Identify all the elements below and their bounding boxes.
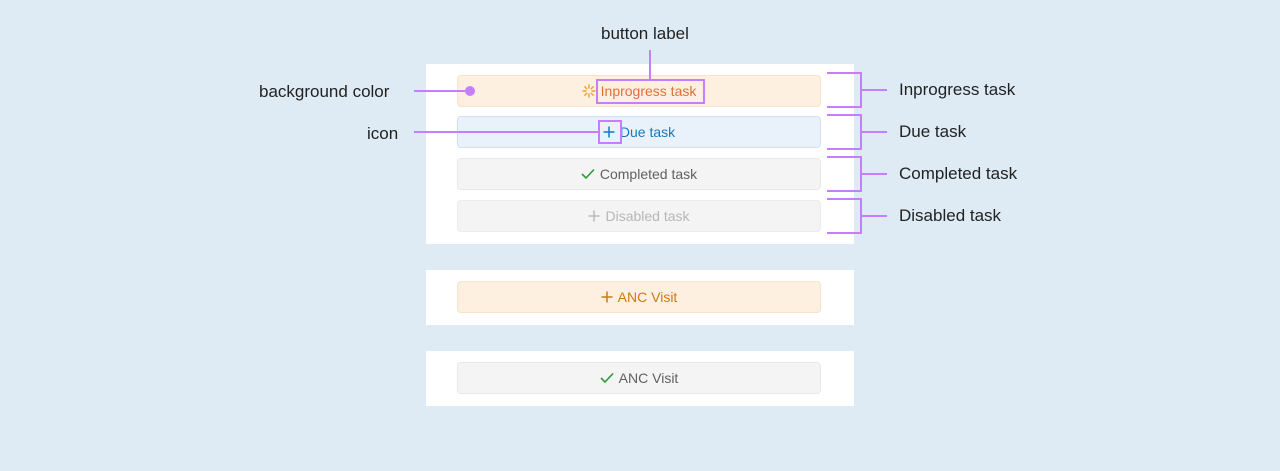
annotation-completed-task: Completed task: [899, 164, 1018, 183]
completed-bracket: [827, 156, 862, 192]
anc-visit-due-label: ANC Visit: [617, 289, 678, 305]
disabled-connector: [862, 215, 887, 217]
check-icon: [600, 372, 614, 384]
annotation-icon: icon: [367, 124, 399, 143]
icon-highlight: [598, 120, 622, 144]
anc-visit-due-button[interactable]: ANC Visit: [457, 281, 821, 313]
check-icon: [581, 168, 595, 180]
annotation-due-task: Due task: [899, 122, 967, 141]
background-color-dot: [465, 86, 475, 96]
disabled-bracket: [827, 198, 862, 234]
icon-connector: [414, 131, 599, 133]
completed-task-button[interactable]: Completed task: [457, 158, 821, 190]
inprogress-bracket: [827, 72, 862, 108]
inprogress-connector: [862, 89, 887, 91]
completed-task-label: Completed task: [599, 166, 698, 182]
annotation-background-color: background color: [259, 82, 390, 101]
anc-visit-completed-label: ANC Visit: [618, 370, 679, 386]
spinner-icon: [581, 84, 596, 98]
inprogress-task-label: Inprogress task: [600, 83, 697, 99]
due-bracket: [827, 114, 862, 150]
plus-icon: [603, 126, 615, 138]
due-task-label: Due task: [619, 124, 676, 140]
due-connector: [862, 131, 887, 133]
disabled-task-button: Disabled task: [457, 200, 821, 232]
disabled-task-label: Disabled task: [605, 208, 690, 224]
plus-icon: [588, 210, 600, 222]
background-color-connector: [414, 90, 470, 92]
annotation-inprogress-task: Inprogress task: [899, 80, 1016, 99]
anc-visit-completed-button[interactable]: ANC Visit: [457, 362, 821, 394]
button-label-connector: [649, 50, 651, 80]
annotation-disabled-task: Disabled task: [899, 206, 1002, 225]
annotation-button-label: button label: [601, 24, 689, 43]
plus-icon: [601, 291, 613, 303]
button-label-highlight: [596, 79, 705, 104]
completed-connector: [862, 173, 887, 175]
